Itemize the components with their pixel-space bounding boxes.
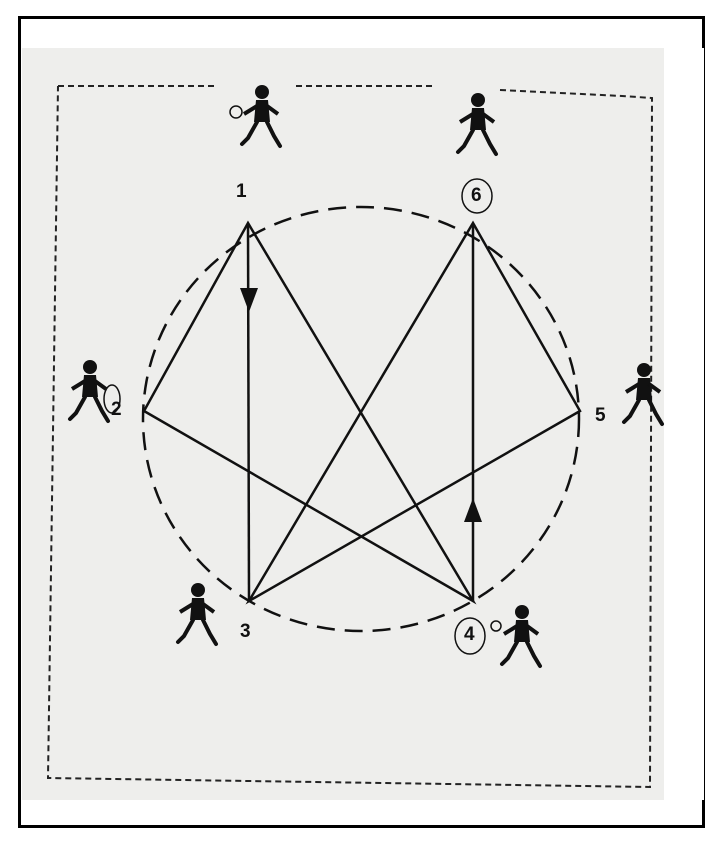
player-1-figure (230, 85, 280, 146)
position-label-6: 6 (471, 186, 482, 205)
position-label-1: 1 (236, 182, 247, 201)
player-3-figure (178, 583, 216, 644)
player-4-figure (491, 605, 540, 666)
arrow-up-icon (464, 498, 482, 522)
position-label-4: 4 (464, 625, 475, 644)
pass-line-1-to-3 (248, 223, 249, 601)
position-label-3: 3 (240, 622, 251, 641)
dashed-circle (143, 207, 579, 631)
ball-icon (491, 621, 501, 631)
arrow-down-icon (240, 288, 258, 312)
position-label-5: 5 (595, 406, 606, 425)
player-6-figure (458, 93, 496, 154)
ball-icon (230, 106, 242, 118)
player-5-figure (624, 363, 662, 424)
triangle-6-5-3 (249, 223, 580, 601)
triangle-1-4-2 (144, 223, 473, 601)
position-label-2: 2 (111, 400, 122, 419)
court-boundary-dashed (48, 86, 652, 787)
